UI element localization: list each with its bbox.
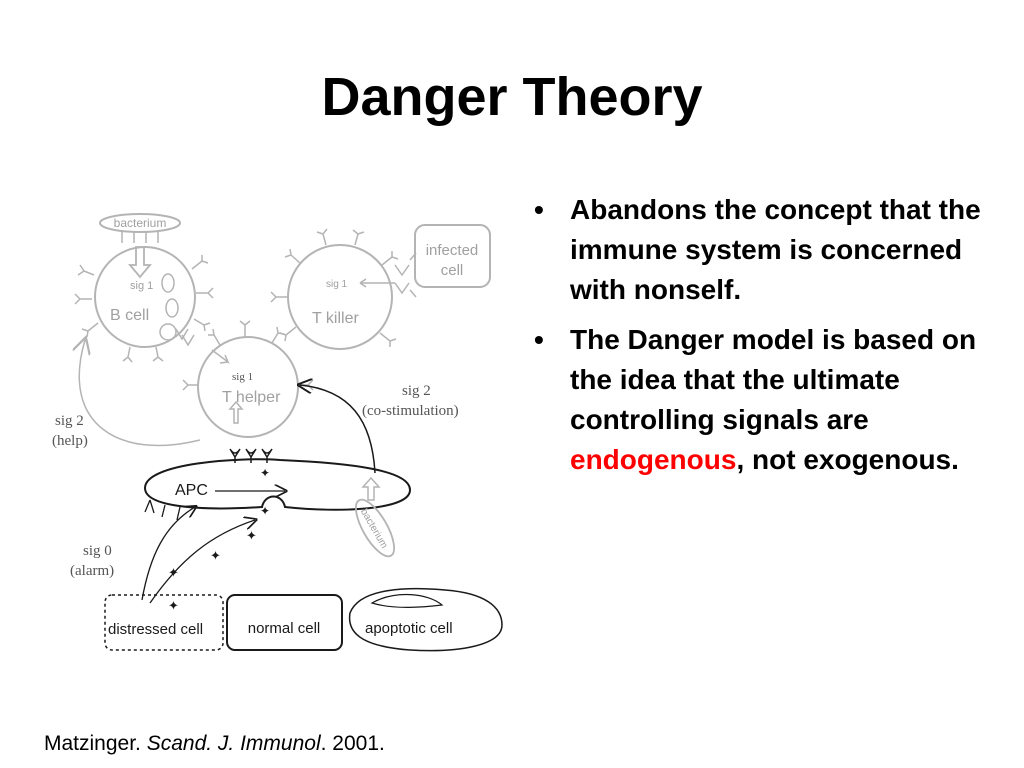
bullet-text-post: , not exogenous.	[736, 444, 959, 475]
infected-cell-label-1: infected	[426, 242, 479, 259]
b-cell-label: B cell	[110, 307, 149, 324]
infected-cell-markers	[394, 252, 417, 298]
slide-title: Danger Theory	[321, 67, 703, 127]
apc-left-receptors	[144, 499, 181, 521]
alarm-arrow	[141, 507, 195, 601]
bacterium-apc	[355, 498, 395, 558]
citation-author: Matzinger.	[44, 732, 147, 755]
normal-cell	[226, 594, 343, 651]
sig2-costim-label-2: (co-stimulation)	[362, 403, 459, 419]
bacterium-top	[99, 213, 181, 233]
highlight-endogenous: endogenous	[570, 444, 737, 475]
infected-cell-label-2: cell	[441, 262, 464, 279]
apc-stars: ✦	[260, 504, 270, 518]
distressed-cell-label: distressed cell	[108, 621, 203, 638]
t-helper-cell	[197, 336, 299, 438]
bullet-text-pre: The Danger model is based on the idea th…	[570, 324, 977, 435]
danger-signal-star: ✦	[246, 528, 257, 543]
t-killer-receptors	[270, 228, 399, 347]
danger-signal-star: ✦	[210, 548, 221, 563]
antigen-fragment	[159, 323, 177, 341]
t-killer-sig-label: sig 1	[326, 279, 348, 290]
bullet-text: Abandons the concept that the immune sys…	[570, 194, 981, 305]
costimulation-arrow	[300, 385, 376, 474]
bullet-dot: •	[534, 324, 544, 355]
t-helper-signal-arrow	[211, 349, 230, 365]
apoptotic-cell-label: apoptotic cell	[365, 620, 453, 637]
b-cell	[94, 246, 196, 348]
apoptotic-cell	[348, 587, 503, 652]
b-cell-organelle	[161, 273, 175, 293]
bullet-dot: •	[534, 194, 544, 225]
bacterium-top-label: bacterium	[114, 216, 167, 230]
apc-cell	[143, 458, 412, 511]
b-cell-organelle	[165, 298, 179, 318]
b-cell-signal-arrow	[128, 246, 152, 279]
antigen-v-marks	[175, 328, 195, 347]
sig2-help-label-2: (help)	[52, 433, 88, 449]
sig0-label-2: (alarm)	[70, 563, 114, 579]
citation-rest: . 2001.	[320, 732, 385, 755]
danger-signal-star: ✦	[168, 565, 179, 580]
normal-cell-label: normal cell	[248, 620, 321, 637]
alarm-arrow	[149, 520, 255, 604]
apoptotic-cell-inner	[370, 593, 444, 608]
citation-journal: Scand. J. Immunol	[146, 732, 321, 755]
b-cell-sig-label: sig 1	[130, 280, 153, 292]
danger-model-diagram: bacterium sig 1 B cell infected cell sig…	[52, 213, 503, 652]
sig2-help-label-1: sig 2	[55, 413, 84, 429]
apc-sig2-receptor	[361, 476, 381, 501]
t-helper-sig-label: sig 1	[232, 371, 253, 383]
distressed-cell	[104, 594, 224, 651]
t-killer-cell	[287, 244, 393, 350]
t-helper-costim-receptor	[228, 400, 244, 424]
sig2-costim-label-1: sig 2	[402, 383, 431, 399]
apc-stars: ✦	[260, 466, 270, 480]
t-killer-label: T killer	[312, 310, 359, 327]
infected-cell	[414, 224, 491, 288]
t-killer-signal-arrow	[359, 278, 395, 288]
danger-signal-star: ✦	[168, 598, 179, 613]
mhc-receptors	[229, 448, 273, 463]
citation: Matzinger. Scand. J. Immunol. 2001.	[44, 730, 385, 758]
bacterium-stalks	[121, 232, 159, 243]
bullet-item: • The Danger model is based on the idea …	[530, 320, 990, 480]
sig0-label-1: sig 0	[83, 543, 112, 559]
apc-label: APC	[175, 482, 208, 499]
help-arrow	[79, 340, 201, 447]
t-helper-label: T helper	[222, 389, 281, 406]
bullet-list: • Abandons the concept that the immune s…	[530, 190, 990, 490]
bullet-item: • Abandons the concept that the immune s…	[530, 190, 990, 310]
